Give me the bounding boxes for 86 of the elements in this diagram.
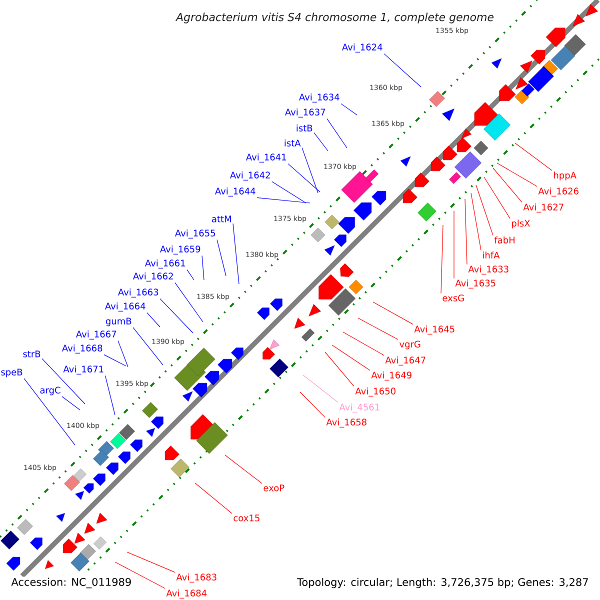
gene-label: Avi_1661 bbox=[145, 260, 185, 268]
leader-line bbox=[326, 118, 348, 148]
gene-label: attM bbox=[212, 216, 231, 222]
gene-label: Avi_1634 bbox=[299, 94, 340, 102]
gene-label: Avi_4561 bbox=[339, 404, 380, 412]
leader-line bbox=[302, 374, 338, 403]
gene-label: Avi_1663 bbox=[118, 288, 158, 298]
leader-line bbox=[302, 147, 318, 194]
leader-line bbox=[194, 482, 232, 514]
leader-line bbox=[496, 162, 538, 187]
gene-label: Avi_1626 bbox=[538, 188, 578, 196]
leader-line bbox=[118, 340, 128, 368]
gene-label: vgrG bbox=[399, 340, 420, 350]
leader-line bbox=[492, 168, 522, 203]
gene-label: Avi_1668 bbox=[62, 344, 102, 354]
title: Agrobacterium vitis S4 chromosome 1, complete genome bbox=[175, 12, 494, 24]
gene-label: Avi_1664 bbox=[105, 302, 146, 312]
gene-label: Avi_1641 bbox=[246, 154, 286, 162]
gene-label: argC bbox=[40, 386, 60, 396]
gene-label: Avi_1645 bbox=[414, 326, 454, 334]
leader-line bbox=[514, 142, 552, 171]
leader-line bbox=[342, 332, 384, 356]
leader-line bbox=[104, 354, 126, 366]
leader-line bbox=[440, 224, 444, 294]
leader-line bbox=[484, 176, 510, 219]
leader-line bbox=[62, 396, 80, 410]
gene-label: Avi_1644 bbox=[215, 188, 256, 196]
gene-label: Avi_1650 bbox=[355, 388, 396, 396]
gene-label: strB bbox=[23, 350, 40, 358]
gene-label: Avi_1684 bbox=[166, 590, 207, 598]
leader-line bbox=[470, 192, 482, 251]
gene-label: Avi_1637 bbox=[285, 108, 326, 118]
gene-label: Avi_1635 bbox=[455, 280, 496, 288]
gene-label: Avi_1671 bbox=[63, 366, 104, 374]
leader-line bbox=[160, 298, 194, 334]
leader-line bbox=[114, 562, 166, 589]
leader-line bbox=[42, 358, 86, 404]
gene-label: Avi_1647 bbox=[385, 356, 426, 366]
leader-line bbox=[132, 327, 164, 366]
gene-label: ihfA bbox=[483, 252, 500, 258]
leader-line bbox=[358, 318, 398, 340]
leader-line bbox=[126, 552, 176, 573]
leader-line bbox=[384, 53, 422, 88]
gene-label: hppA bbox=[554, 172, 576, 180]
leader-line bbox=[24, 378, 76, 446]
leader-line bbox=[324, 352, 354, 387]
gene-label: exsG bbox=[442, 294, 464, 302]
gene-label: Avi_1624 bbox=[342, 44, 382, 52]
gene-label: Avi_1658 bbox=[326, 418, 366, 428]
leader-line bbox=[314, 132, 328, 152]
leader-line bbox=[216, 239, 226, 276]
leader-line bbox=[104, 375, 116, 416]
gene-label: speB bbox=[1, 368, 22, 378]
gene-label: istB bbox=[296, 124, 312, 132]
leader-line bbox=[332, 344, 370, 371]
leader-line bbox=[202, 255, 204, 280]
gene-label: Avi_1649 bbox=[371, 372, 412, 380]
leader-line bbox=[372, 302, 414, 325]
gene-label: gumB bbox=[106, 318, 132, 326]
leader-line bbox=[272, 181, 306, 204]
leader-line bbox=[174, 282, 204, 322]
gene-label: exoP bbox=[264, 484, 284, 492]
leader-line bbox=[340, 103, 358, 116]
footer-text: Accession: NC_011989 bbox=[10, 576, 133, 590]
gene-label: Avi_1683 bbox=[176, 574, 216, 582]
gene-label: Avi_1667 bbox=[76, 330, 116, 340]
leader-line bbox=[476, 184, 494, 236]
leader-line bbox=[464, 198, 468, 265]
leader-line bbox=[186, 269, 194, 280]
gene-label: Avi_1627 bbox=[523, 204, 564, 212]
gene-label: Avi_1633 bbox=[468, 266, 508, 274]
leader-line bbox=[288, 163, 320, 192]
gene-label: Avi_1662 bbox=[133, 272, 173, 282]
leader-line bbox=[224, 454, 262, 484]
footer-text: Topology: circular; Length: 3,726,375 bp; Genes: 3,287 bbox=[296, 576, 590, 590]
gene-label: cox15 bbox=[234, 514, 260, 522]
leader-line bbox=[232, 223, 240, 284]
gene-label: istA bbox=[284, 140, 301, 146]
leader-line bbox=[300, 392, 326, 418]
gene-label: Avi_1659 bbox=[160, 246, 200, 254]
gene-label: Avi_1655 bbox=[175, 230, 216, 238]
leader-line bbox=[256, 197, 310, 204]
gene-label: fabH bbox=[494, 236, 514, 244]
leader-line bbox=[146, 312, 160, 328]
gene-label: plsX bbox=[512, 220, 530, 228]
gene-label: Avi_1642 bbox=[230, 172, 270, 180]
